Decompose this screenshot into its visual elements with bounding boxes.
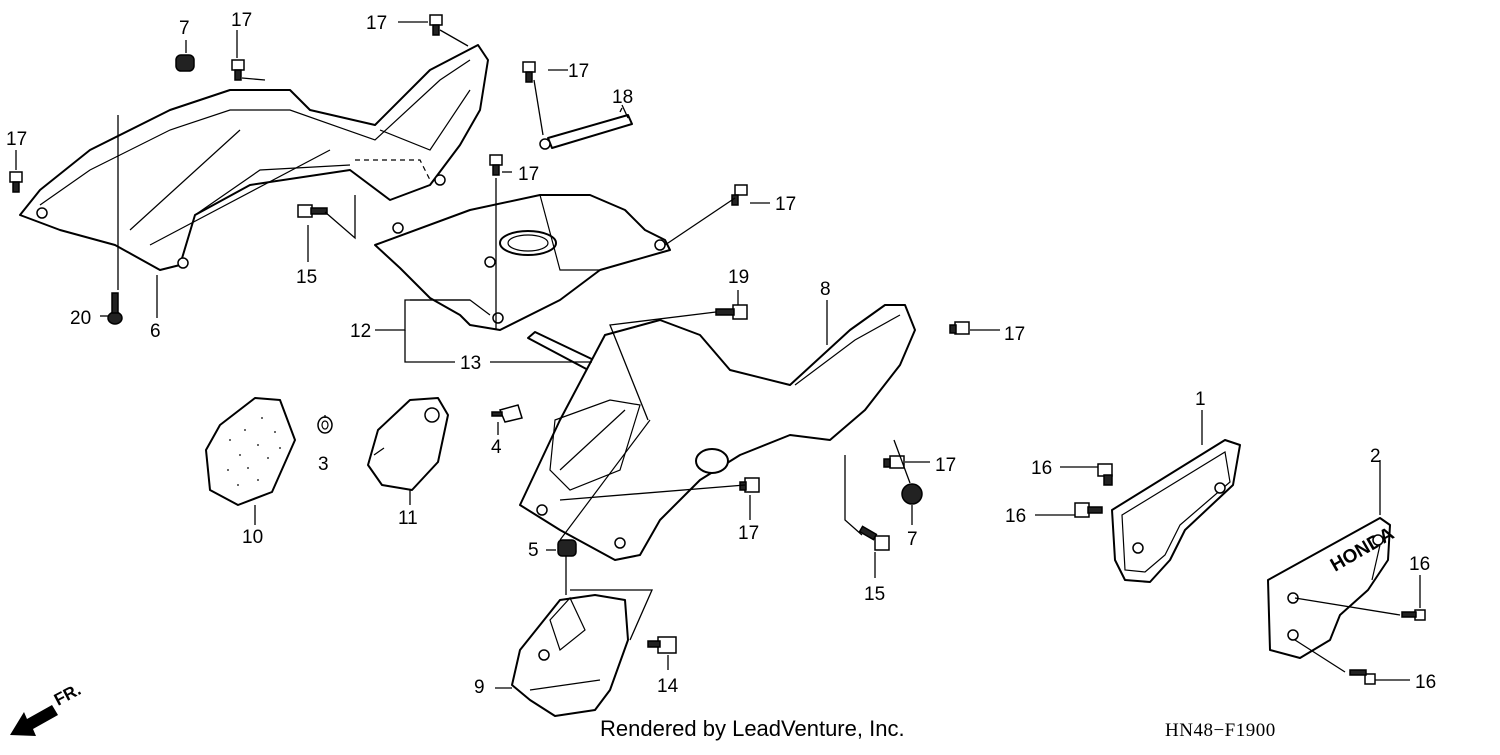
clip-fastener [739,477,760,493]
callout-15-right: 15 [864,584,885,605]
bolt-fastener [715,304,748,320]
bolt-fastener [858,525,890,551]
callout-17-e: 17 [518,164,539,185]
callout-19: 19 [728,267,749,288]
callout-9: 9 [474,677,485,698]
clip-fastener [522,61,536,83]
side-cover-right [519,304,916,561]
lower-cover [511,594,629,717]
callout-16-a: 16 [1031,458,1052,479]
pad [205,397,296,506]
clip-fastener [731,184,748,206]
callout-17-i: 17 [738,523,759,544]
callout-6: 6 [150,321,161,342]
clip-fastener [489,154,503,176]
leader-lines [15,21,1421,689]
center-cover [374,194,671,331]
callout-17-g: 17 [1004,324,1025,345]
callout-17-c: 17 [6,129,27,150]
lid [367,397,449,491]
clip-fastener [9,171,23,193]
callout-8: 8 [820,279,831,300]
callout-1: 1 [1195,389,1206,410]
diagram-code: HN48−F1900 [1165,720,1276,741]
callout-20: 20 [70,308,91,329]
callout-5: 5 [528,540,539,561]
clip-fastener [949,321,970,335]
bolt-fastener [1074,502,1103,518]
callout-3: 3 [318,454,329,475]
callout-13: 13 [460,353,481,374]
callout-10: 10 [242,527,263,548]
callout-2: 2 [1370,446,1381,467]
callout-18: 18 [612,87,633,108]
bolt-fastener [1349,669,1376,685]
bolt-fastener [1097,463,1113,486]
clip-fastener [429,14,443,36]
callout-7-top: 7 [179,18,190,39]
side-cover-left [19,44,489,271]
callout-16-d: 16 [1415,672,1436,693]
emblem-plate: HONDA [1267,517,1398,659]
callout-7-right: 7 [907,529,918,550]
front-label: FR. [51,680,84,710]
callout-17-a: 17 [366,13,387,34]
callout-12: 12 [350,321,371,342]
callout-14: 14 [657,676,679,697]
screw-fastener [107,292,123,325]
callout-17-h: 17 [935,455,956,476]
callout-17-b: 17 [231,10,252,31]
callout-11: 11 [398,508,418,529]
front-arrow: FR. [10,680,84,736]
callout-17-d: 17 [568,61,589,82]
bolt-fastener [297,204,328,218]
callout-17-f: 17 [775,194,796,215]
callout-16-b: 16 [1005,506,1026,527]
strap [539,114,633,150]
bolt-fastener [1401,609,1426,621]
clip-fastener [231,59,245,81]
guard-plate [1111,439,1241,583]
callout-16-c: 16 [1409,554,1430,575]
callouts: 1 2 3 4 5 6 7 7 8 9 10 11 12 13 14 15 15… [6,10,1436,698]
callout-15-left: 15 [296,267,317,288]
credit-text: Rendered by LeadVenture, Inc. [600,716,905,741]
callout-4: 4 [491,437,502,458]
